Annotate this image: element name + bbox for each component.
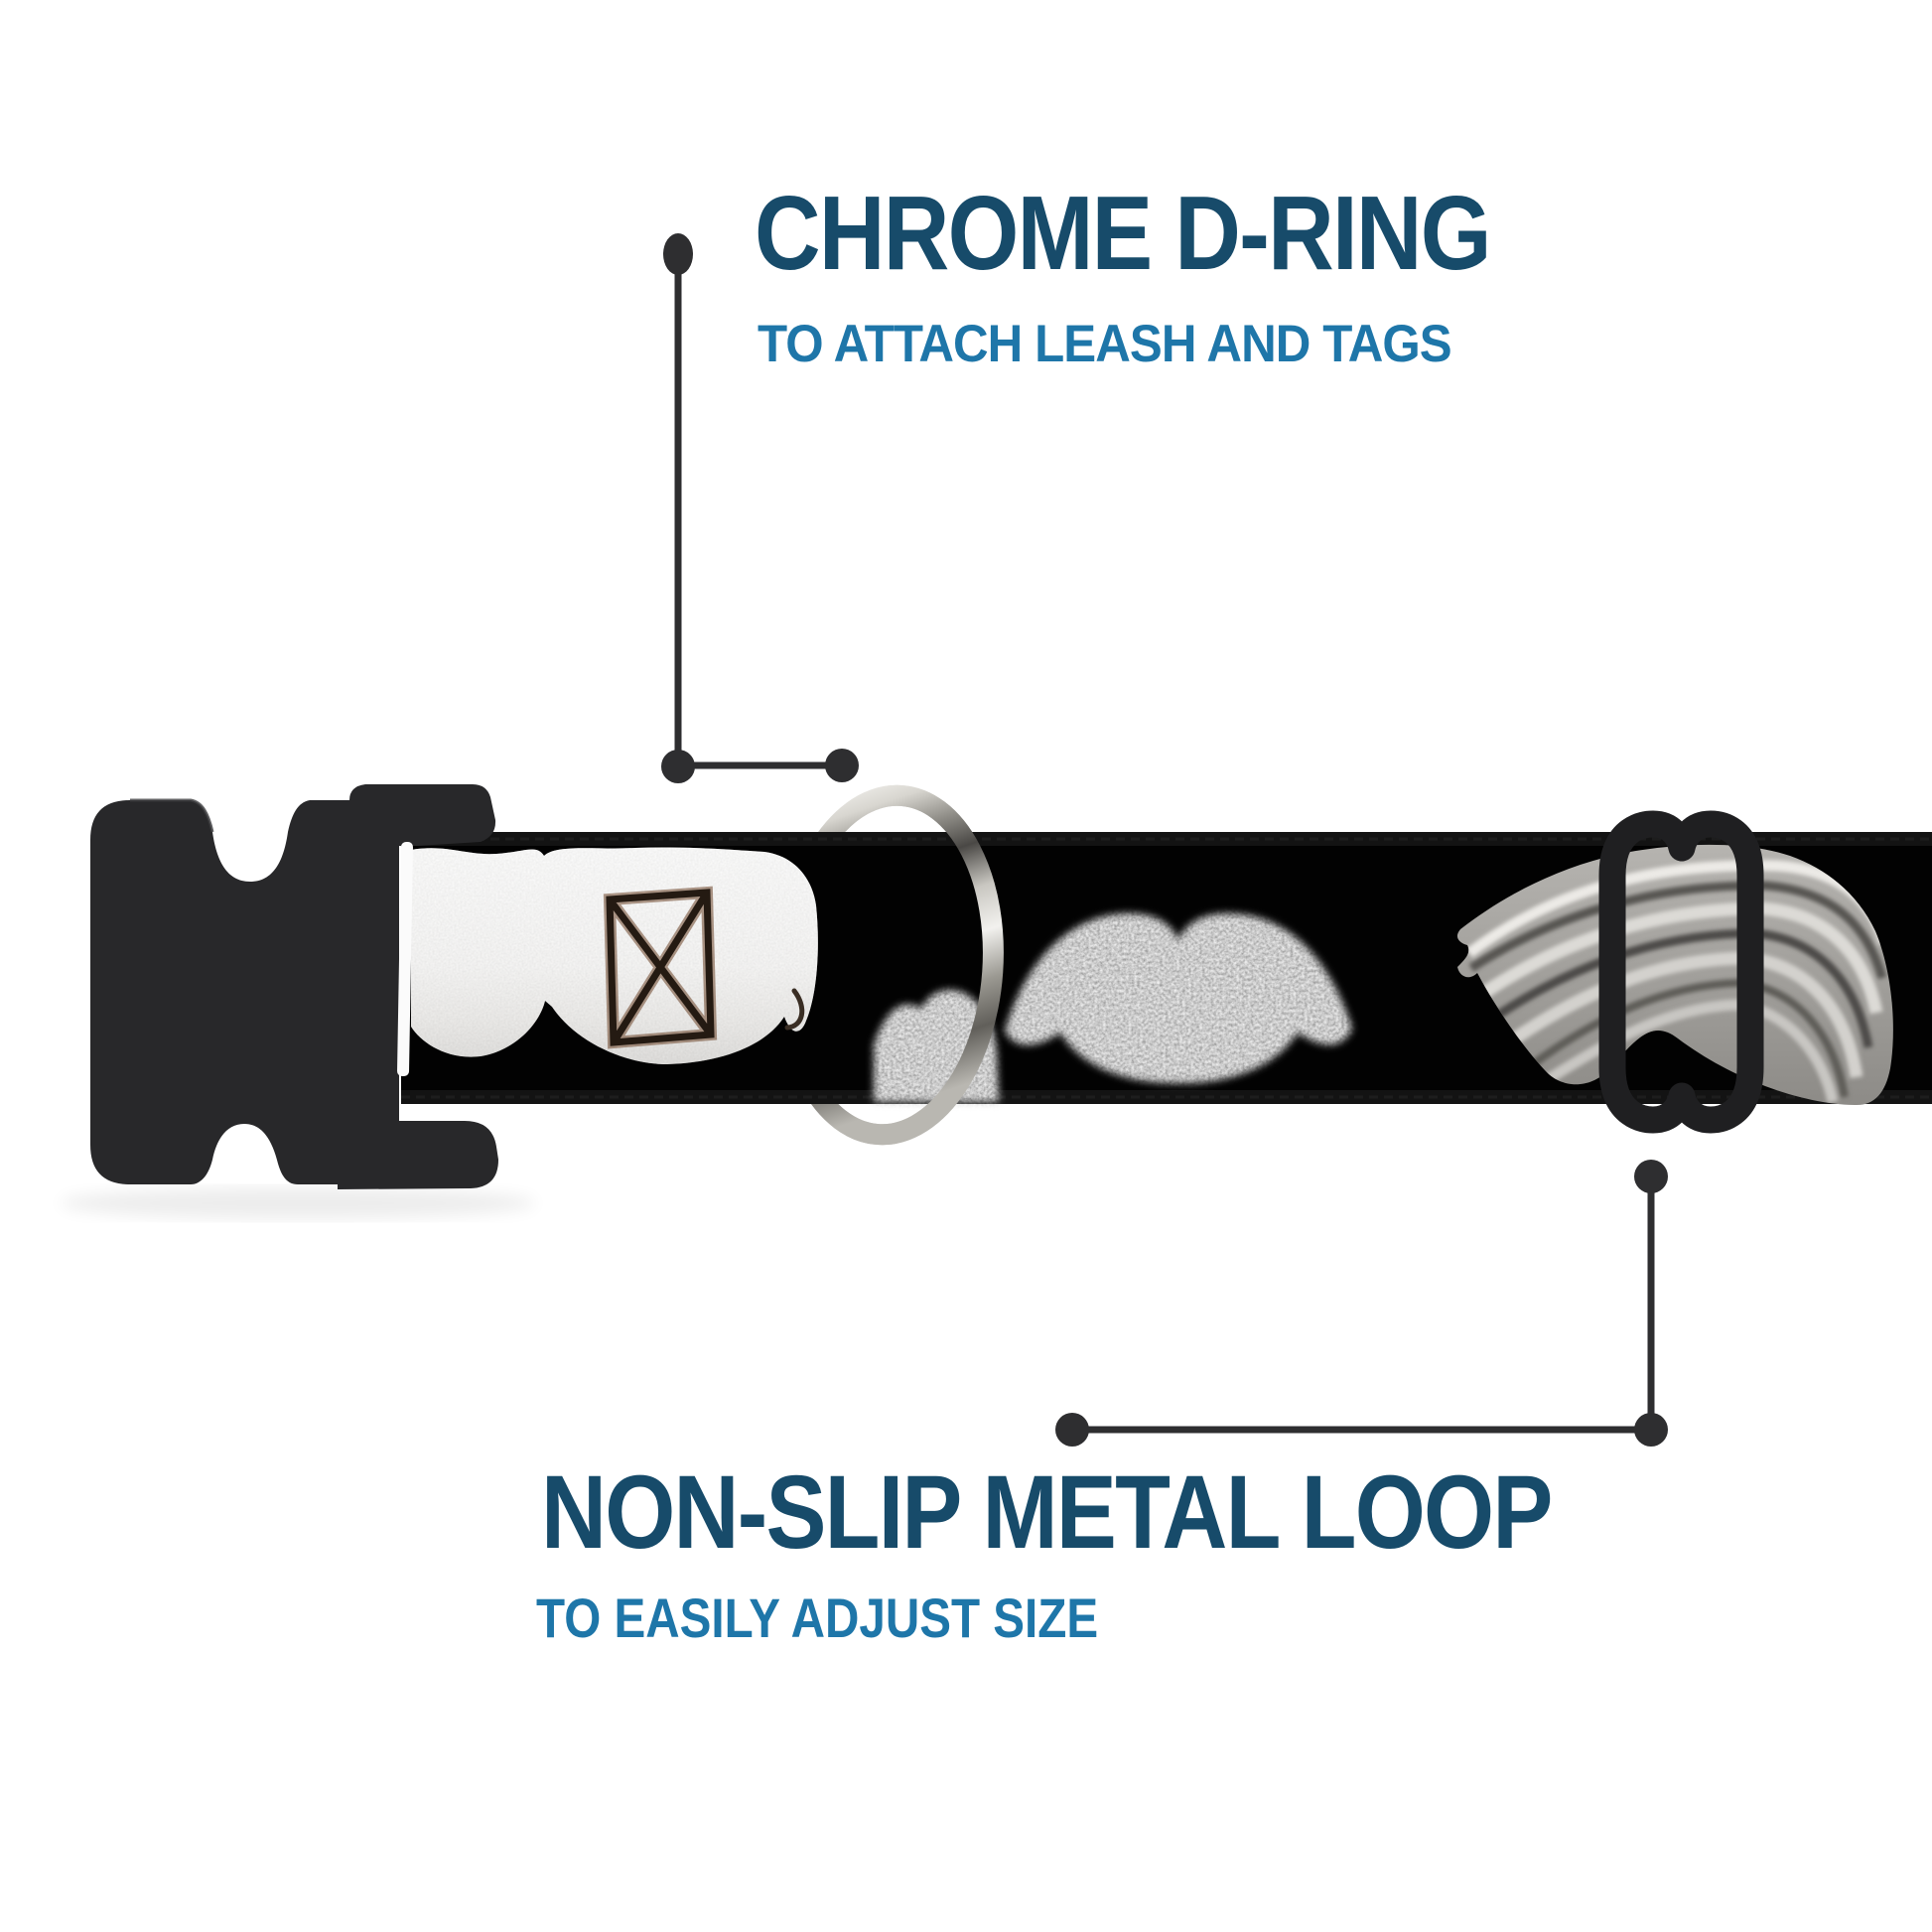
buckle-bottom-arm xyxy=(338,1121,498,1189)
top-callout-connector xyxy=(674,266,842,769)
buckle-shadow xyxy=(60,1187,536,1219)
metal-loop-pointer-dot xyxy=(1634,1160,1668,1193)
mustache-curl-line xyxy=(784,988,805,1031)
fuzzy-mustache-print xyxy=(1005,912,1352,1084)
buckle-top-arm xyxy=(349,784,496,846)
metal-loop-slider xyxy=(1598,810,1764,1134)
bottom-callout-elbow-dot xyxy=(1634,1413,1668,1447)
chrome-d-ring xyxy=(846,784,1004,1146)
bottom-callout-subtitle: TO EASILY ADJUST SIZE xyxy=(536,1587,1099,1649)
buckle-slot xyxy=(397,841,413,1077)
callout-dots xyxy=(661,233,1668,1447)
white-mustache-print xyxy=(411,847,818,1064)
bottom-callout-connector xyxy=(1072,1176,1655,1434)
bottom-callout-dot xyxy=(1055,1413,1089,1447)
sketched-x-box xyxy=(603,886,718,1049)
plastic-buckle xyxy=(90,784,498,1189)
bottom-callout-title: NON-SLIP METAL LOOP xyxy=(541,1454,1553,1571)
top-callout-dot xyxy=(663,233,693,275)
top-callout-title: CHROME D-RING xyxy=(755,175,1491,292)
top-callout-elbow-dot xyxy=(661,750,695,783)
d-ring-pointer-dot xyxy=(825,749,859,782)
top-callout-subtitle: TO ATTACH LEASH AND TAGS xyxy=(758,315,1452,373)
